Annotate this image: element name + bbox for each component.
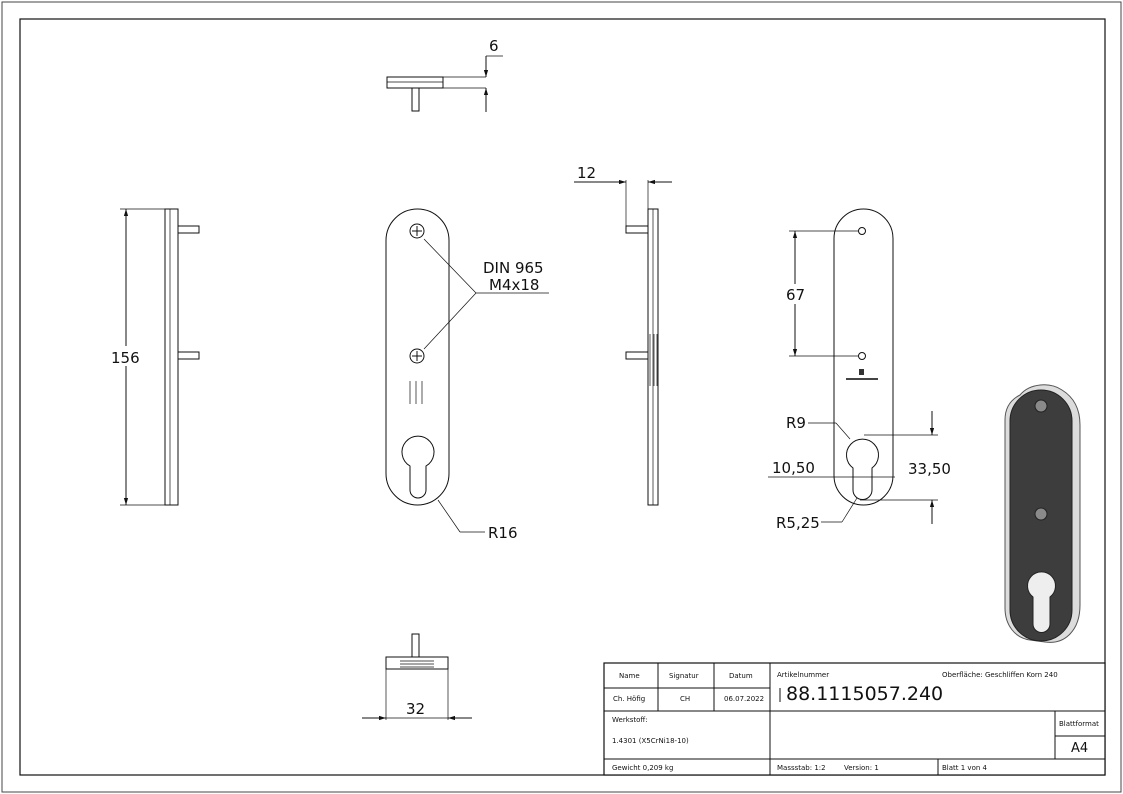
tb-werkstoff-value: 1.4301 (X5CrNi18-10) [612, 737, 689, 745]
bottom-view: 32 [362, 633, 472, 721]
tb-name-header: Name [619, 672, 640, 680]
dim-top-thickness: 6 [489, 37, 499, 55]
tb-version: Version: 1 [844, 764, 879, 772]
cylinder-cutout-rear [846, 438, 879, 500]
tb-oberflaeche: Oberfläche: Geschliffen Korn 240 [942, 671, 1058, 679]
tb-signatur-header: Signatur [669, 672, 699, 680]
brand-text-mark [846, 378, 878, 380]
tb-datum-header: Datum [729, 672, 753, 680]
iso-screw-top [1034, 399, 1048, 413]
dim-radius-outer: R16 [488, 524, 518, 542]
right-side-view: 12 [574, 164, 672, 506]
iso-screw-bottom [1034, 507, 1048, 521]
dim-radius-cyl-top: R9 [786, 414, 806, 432]
dim-height: 156 [111, 349, 140, 367]
tb-artikelnummer-label: Artikelnummer [777, 671, 829, 679]
dim-dist-left: 10,50 [772, 459, 815, 477]
tb-blattformat-value: A4 [1071, 741, 1088, 756]
top-view: 6 [386, 37, 503, 112]
rear-view: 67 R9 33,50 10,50 R5,25 [768, 208, 951, 532]
iso-cylinder-cutout [1027, 571, 1056, 633]
tb-gewicht: Gewicht 0,209 kg [612, 764, 673, 772]
brand-logo [859, 369, 864, 375]
dim-width: 32 [406, 700, 425, 718]
dim-hole-spacing: 67 [786, 286, 805, 304]
screw-bottom-icon [409, 348, 425, 364]
isometric-view [1004, 384, 1081, 643]
tb-blatt: Blatt 1 von 4 [942, 764, 988, 772]
screw-spec-line1: DIN 965 [483, 259, 544, 277]
screw-spec-line2: M4x18 [489, 276, 539, 294]
tb-artikelnummer-value: 88.1115057.240 [786, 683, 943, 705]
dim-radius-cyl-bottom: R5,25 [776, 514, 820, 532]
left-side-view: 156 [110, 208, 200, 506]
screw-top-icon [409, 223, 425, 239]
tb-signatur-value: CH [680, 695, 690, 703]
dim-dist-right: 33,50 [908, 460, 951, 478]
tb-name-value: Ch. Höfig [613, 695, 645, 703]
tb-datum-value: 06.07.2022 [724, 695, 764, 703]
front-view: DIN 965 M4x18 R16 [385, 208, 549, 542]
tb-werkstoff-label: Werkstoff: [612, 716, 648, 724]
cylinder-cutout [401, 435, 435, 499]
tb-massstab: Massstab: 1:2 [777, 764, 826, 772]
dim-depth: 12 [577, 164, 596, 182]
inner-border [19, 18, 1106, 776]
tb-blattformat-label: Blattformat [1059, 720, 1099, 728]
title-block: Name Signatur Datum Ch. Höfig CH 06.07.2… [603, 662, 1106, 776]
